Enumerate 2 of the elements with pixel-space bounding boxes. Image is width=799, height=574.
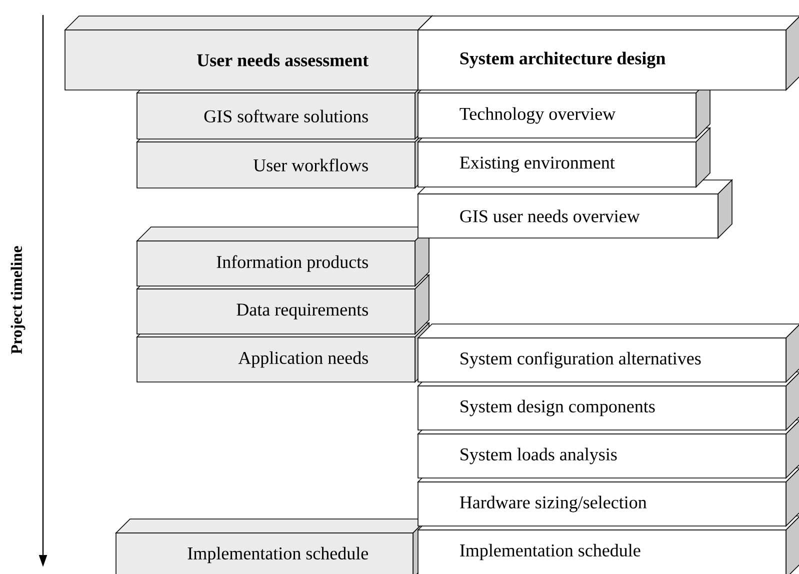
axis-label: Project timeline <box>10 246 26 354</box>
node-label: Implementation schedule <box>460 544 640 560</box>
